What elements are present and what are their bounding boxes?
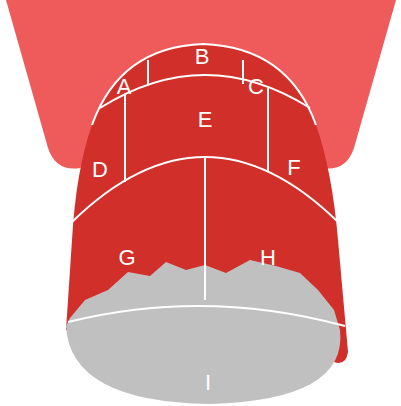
tongue-back bbox=[66, 260, 340, 404]
tongue-region: I bbox=[203, 370, 213, 396]
tongue-region: C bbox=[246, 74, 266, 100]
region-letter: A bbox=[115, 74, 134, 100]
tongue-region: E bbox=[196, 107, 215, 133]
region-letter: G bbox=[116, 245, 137, 271]
region-letter: F bbox=[285, 155, 302, 181]
region-letter: B bbox=[193, 44, 212, 70]
tongue-region: H bbox=[258, 245, 278, 271]
tongue-region: A bbox=[115, 74, 134, 100]
tongue-region: D bbox=[90, 157, 110, 183]
region-letter: I bbox=[203, 370, 213, 396]
region-letter: E bbox=[196, 107, 215, 133]
region-letter: D bbox=[90, 157, 110, 183]
tongue-region: F bbox=[285, 155, 302, 181]
tongue-region: B bbox=[193, 44, 212, 70]
region-letter: H bbox=[258, 245, 278, 271]
region-letter: C bbox=[246, 74, 266, 100]
tongue-region: G bbox=[116, 245, 137, 271]
region-borders bbox=[68, 44, 345, 326]
